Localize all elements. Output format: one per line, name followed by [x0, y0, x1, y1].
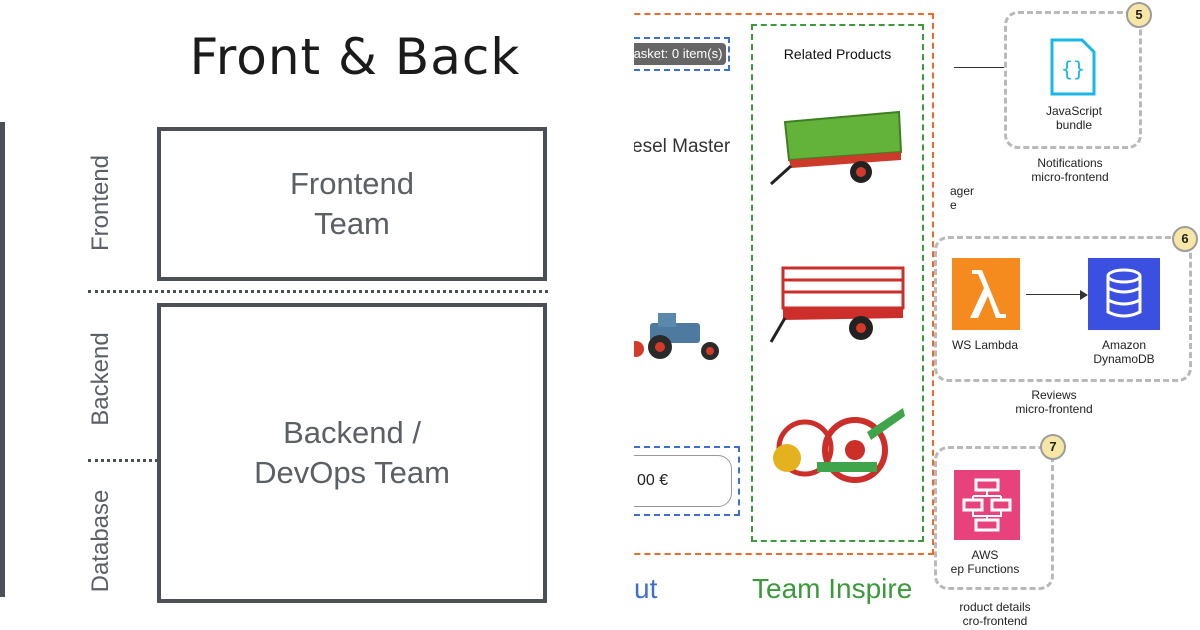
micro-frontends-panel: asket: 0 item(s) esel Master 00 € ut Rel…: [634, 0, 1200, 630]
frontend-backend-divider: [88, 290, 548, 293]
tractor-image: [634, 313, 719, 360]
green-trailer-image: [769, 110, 903, 186]
notifications-boundary: [1004, 11, 1142, 149]
manager-label-partial: ager e: [950, 184, 975, 212]
amazon-dynamodb-icon: [1088, 258, 1160, 330]
badge-6: 6: [1172, 226, 1198, 252]
aws-lambda-label: WS Lambda: [951, 338, 1019, 352]
basket-button[interactable]: asket: 0 item(s): [634, 43, 726, 65]
price-button[interactable]: 00 €: [634, 455, 732, 507]
aws-lambda-icon: [952, 258, 1020, 330]
layer-label-database: Database: [87, 489, 114, 593]
backend-database-divider: [88, 459, 158, 462]
amazon-dynamodb-label: Amazon DynamoDB: [1093, 338, 1155, 366]
front-back-panel: Front & Back Frontend Backend Database F…: [0, 28, 548, 603]
reviews-boundary: [934, 236, 1192, 382]
notifications-label: Notifications micro-frontend: [1031, 156, 1109, 184]
left-edge-line: [0, 122, 5, 597]
connector-line: [954, 67, 1004, 68]
product-details-label: roduct details cro-frontend: [959, 600, 1031, 628]
panel-title: Front & Back: [189, 28, 521, 86]
reviews-label: Reviews micro-frontend: [1015, 388, 1093, 416]
related-products-title: Related Products: [783, 46, 892, 62]
svg-text:{}: {}: [1061, 57, 1085, 81]
product-details-boundary: [934, 446, 1054, 590]
layer-label-frontend: Frontend: [87, 154, 114, 252]
related-products-boundary: [751, 24, 924, 542]
javascript-bundle-label: JavaScript bundle: [1045, 104, 1103, 132]
lambda-to-dynamodb-arrow: [1026, 294, 1084, 295]
product-name: esel Master: [634, 136, 731, 157]
price-boundary: [634, 446, 740, 516]
frontend-team-box: Frontend Team: [157, 127, 547, 281]
arrowhead-icon: [1080, 290, 1088, 300]
red-trailer-image: [769, 266, 905, 343]
aws-step-functions-label: AWS ep Functions: [950, 548, 1020, 576]
aws-step-functions-icon: [954, 470, 1020, 540]
backend-team-box: Backend / DevOps Team: [157, 303, 547, 603]
badge-5: 5: [1126, 2, 1152, 28]
team-boundary-orange: [634, 13, 934, 555]
team-inspire-label: Team Inspire: [752, 573, 913, 604]
basket-boundary: [634, 37, 730, 71]
javascript-bundle-icon: {}: [1050, 38, 1096, 96]
badge-7: 7: [1040, 434, 1066, 460]
seeder-machine-image: [773, 408, 905, 483]
team-label-partial: ut: [634, 573, 658, 604]
